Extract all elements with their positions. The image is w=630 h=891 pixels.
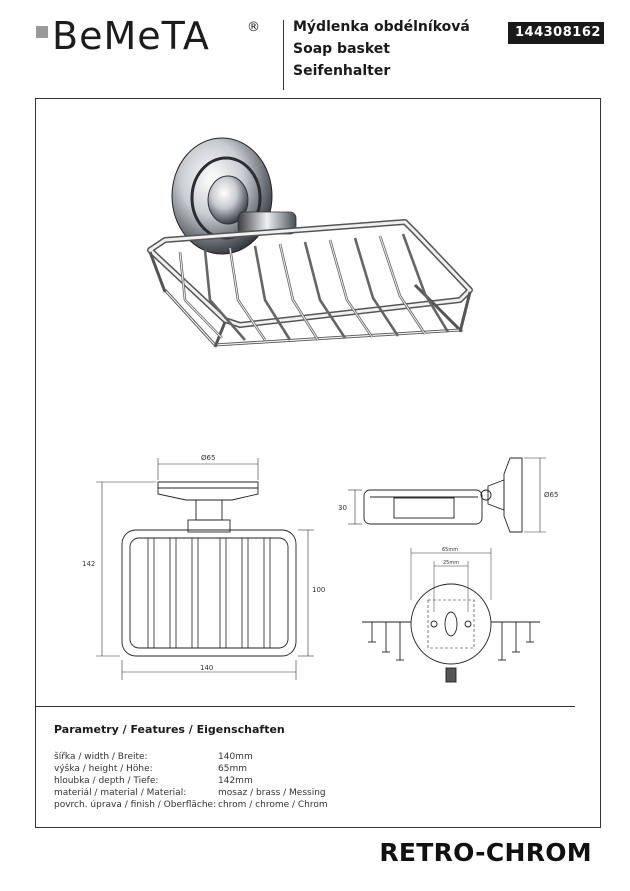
header-divider	[283, 20, 284, 90]
side-height-label: 30	[338, 504, 347, 512]
series-name: RETRO-CHROM	[379, 838, 592, 867]
mounting-view-drawing	[362, 583, 540, 683]
side-view-drawing	[363, 457, 523, 533]
spec-value-height: 65mm	[218, 764, 247, 774]
mount-outer-label: 65mm	[442, 547, 458, 553]
front-view-drawing	[121, 481, 297, 657]
params-divider	[35, 706, 575, 707]
product-photo	[147, 137, 473, 348]
spec-label-depth: hloubka / depth / Tiefe:	[54, 776, 159, 786]
spec-value-material: mosaz / brass / Messing	[218, 788, 326, 798]
spec-label-height: výška / height / Höhe:	[54, 764, 153, 774]
product-sheet-frame	[35, 98, 601, 828]
brand-logo-mark	[36, 26, 48, 38]
front-width-top-label: Ø65	[201, 454, 215, 462]
brand-logo: BeMeTA	[52, 14, 210, 58]
spec-value-width: 140mm	[218, 752, 253, 762]
front-view-dimensions	[96, 458, 314, 680]
side-view-dimensions	[348, 457, 546, 533]
spec-value-depth: 142mm	[218, 776, 253, 786]
mounting-view-dimensions	[410, 548, 492, 612]
front-width-label: 140	[200, 664, 213, 672]
product-title-en: Soap basket	[293, 41, 390, 57]
spec-label-width: šířka / width / Breite:	[54, 752, 148, 762]
spec-label-material: materiál / material / Material:	[54, 788, 187, 798]
product-code: 144308162	[508, 22, 604, 44]
mount-inner-label: 25mm	[443, 560, 459, 566]
spec-value-finish: chrom / chrome / Chrom	[218, 800, 328, 810]
product-title-block: Mýdlenka obdélníková Soap basket Seifenh…	[293, 16, 470, 82]
spec-label-finish: povrch. úprava / finish / Oberfläche:	[54, 800, 217, 810]
params-heading: Parametry / Features / Eigenschaften	[54, 723, 285, 736]
product-title-de: Seifenhalter	[293, 63, 391, 79]
front-height-label: 142	[82, 560, 95, 568]
product-title-cz: Mýdlenka obdélníková	[293, 19, 470, 35]
side-rosette-label: Ø65	[544, 491, 558, 499]
front-basket-height-label: 100	[312, 586, 325, 594]
registered-mark: ®	[247, 20, 260, 35]
